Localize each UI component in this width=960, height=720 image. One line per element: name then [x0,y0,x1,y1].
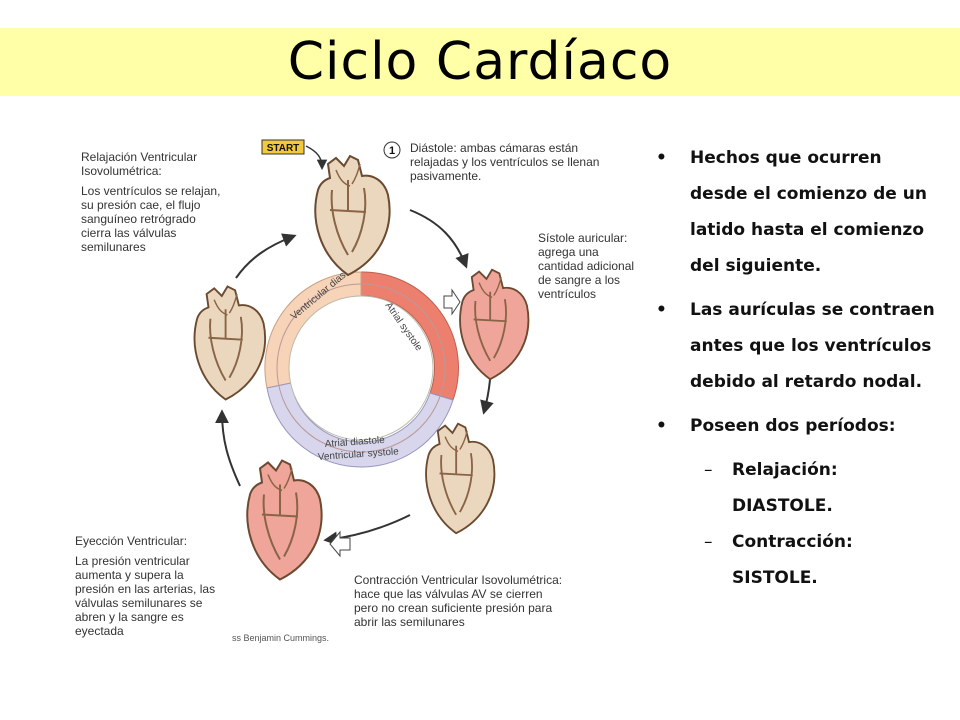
ring-divider [276,283,446,453]
ring-label-atrial-diastole: Atrial diastole [324,435,385,450]
bullet-dot-icon: • [656,300,667,320]
hollow-arrow-atrial-systole [443,288,461,316]
bullet-item: • Las aurículas se contraen antes que los… [650,292,940,400]
caption-isovolumetric-relaxation-title: Relajación Ventricular Isovolumétrica: [81,150,198,178]
ring-ventricular-systole [266,382,454,468]
caption-ejection-title: Eyección Ventricular: [75,534,188,548]
bullet-list: • Hechos que ocurren desde el comienzo de… [650,140,940,596]
caption-isovolumetric-relaxation-text: Los ventrículos se relajan, su presión c… [81,184,221,254]
bullet-item: • Hechos que ocurren desde el comienzo de… [650,140,940,284]
heart-isovolumetric-contraction [425,422,496,535]
step-number: 1 [389,145,395,157]
heart-atrial-systole [459,268,530,381]
caption-isovolumetric-relaxation: Relajación Ventricular Isovolumétrica: L… [81,150,223,260]
bullet-text: Poseen dos períodos: [690,416,896,436]
heart-isovolumetric-relaxation [193,285,267,401]
dash-icon: – [704,532,713,552]
cycle-arrows [215,209,494,546]
bullet-dot-icon: • [656,416,667,436]
sub-bullet-text: Relajación: DIASTOLE. [732,460,838,516]
copyright-credit: ss Benjamin Cummings. [232,633,330,643]
caption-ejection-text: La presión ventricular aumenta y supera … [75,554,216,638]
page-title: Ciclo Cardíaco [287,32,673,92]
arrow-relaxation-to-diastole [235,233,297,279]
bullet-text: Las aurículas se contraen antes que los … [690,300,935,392]
sub-bullet-item: –Relajación: DIASTOLE. [650,452,940,524]
dash-icon: – [704,460,713,480]
heart-ventricular-ejection [246,459,323,581]
arrow-contraction-to-ejection [323,514,411,546]
arrow-diastole-to-atrial-systole [409,209,469,269]
sub-bullet-text: Contracción: SISTOLE. [732,532,853,588]
caption-ventricular-ejection: Eyección Ventricular: La presión ventric… [75,534,225,644]
sub-bullet-item: –Contracción: SISTOLE. [650,524,940,596]
arrow-ejection-to-relaxation [215,409,241,487]
caption-atrial-systole: Sístole auricular: agrega una cantidad a… [538,231,635,301]
phase-ring [264,271,459,468]
hollow-arrow-ejection [329,530,351,558]
caption-diastole: Diástole: ambas cámaras están relajadas … [410,141,600,183]
bullet-dot-icon: • [656,148,667,168]
bullet-text: Hechos que ocurren desde el comienzo de … [690,148,927,276]
title-bar: Ciclo Cardíaco [0,28,960,96]
caption-isovolumetric-contraction: Contracción Ventricular Isovolumétrica: … [354,573,563,629]
start-arrow [305,145,328,171]
bullet-item: • Poseen dos períodos: [650,408,940,444]
start-badge [261,139,305,155]
heart-diastole [314,155,391,276]
ring-inner [288,295,434,441]
step-number-badge [383,141,401,159]
start-label: START [267,143,300,154]
